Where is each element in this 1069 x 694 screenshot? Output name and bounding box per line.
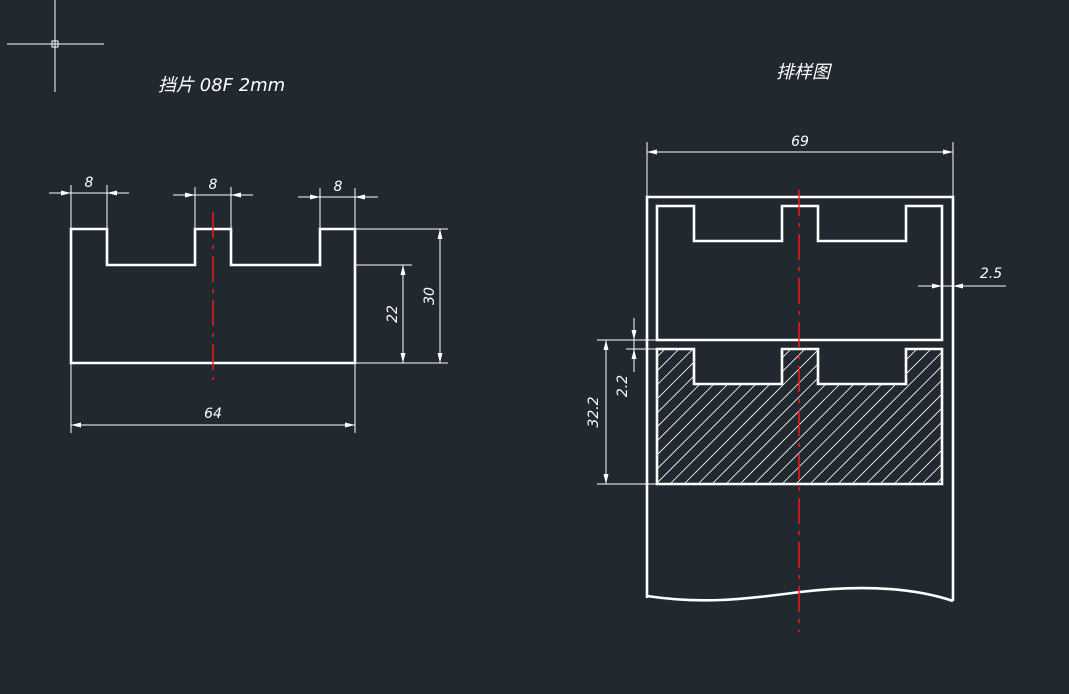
hatch-line <box>763 349 942 484</box>
strip-break-line <box>646 586 954 603</box>
hatch-line <box>657 349 883 484</box>
hatch-line <box>657 349 715 484</box>
dim-pitch-gap <box>626 318 657 372</box>
hatch-line <box>693 349 942 484</box>
dim-slot-left <box>49 185 129 229</box>
hatch-line <box>657 349 729 484</box>
dim-slot-right-label: 8 <box>334 179 343 195</box>
hatch-line <box>875 349 942 484</box>
part-title: 挡片 08F 2mm <box>158 75 285 96</box>
dim-strip-width-label: 69 <box>791 134 809 150</box>
dim-pitch-gap-label: 2.2 <box>615 375 631 397</box>
dim-height-inner-label: 22 <box>385 305 401 323</box>
hatch-line <box>665 349 942 484</box>
dim-width-total-label: 64 <box>204 406 222 422</box>
hatch-line <box>903 349 942 484</box>
hatch-line <box>657 349 841 484</box>
dim-edge-margin-label: 2.5 <box>980 266 1002 282</box>
dim-slot-left-label: 8 <box>85 175 94 191</box>
hatch-line <box>889 349 942 484</box>
hatch-line <box>657 349 771 484</box>
dim-height-total-label: 30 <box>422 287 438 305</box>
hatch-line <box>657 349 701 484</box>
hatch-line <box>917 349 942 484</box>
dim-width-total <box>70 363 356 433</box>
hatch-line <box>974 300 1069 600</box>
dim-strip-width <box>646 142 954 197</box>
hatch-line <box>657 349 869 484</box>
hatch-line <box>657 349 813 484</box>
crosshair-cursor-icon <box>7 0 104 92</box>
layout-part-upper <box>655 204 944 342</box>
hatch-line <box>946 300 1069 600</box>
hatch-line <box>988 300 1069 600</box>
dim-height-inner <box>355 264 448 364</box>
dim-step <box>597 339 657 485</box>
hatch-line <box>657 349 855 484</box>
hatch-line <box>960 300 1069 600</box>
dim-slot-mid-label: 8 <box>209 177 218 193</box>
hatch-line <box>833 349 942 484</box>
dim-slot-mid <box>173 187 253 229</box>
hatch-line <box>657 349 911 484</box>
hatch-line <box>847 349 942 484</box>
strip-outline <box>645 195 955 601</box>
hatch-line <box>657 349 897 484</box>
hatch-line <box>657 349 743 484</box>
hatch-line <box>735 349 942 484</box>
hatch-line <box>721 349 942 484</box>
layout-part-lower <box>655 347 944 486</box>
layout-title: 排样图 <box>776 62 833 83</box>
hatch-line <box>749 349 942 484</box>
hatch-line <box>657 349 939 484</box>
hatch-line <box>657 349 942 484</box>
hatch-line <box>707 349 942 484</box>
hatch-line <box>791 349 942 484</box>
dim-height-total <box>355 228 448 363</box>
hatch-line <box>777 349 942 484</box>
hatch-line <box>861 349 942 484</box>
hatch-line <box>805 349 942 484</box>
dim-step-label: 32.2 <box>586 396 602 427</box>
layout-part-lower-hatch <box>657 300 1069 600</box>
hatch-line <box>657 349 827 484</box>
hatch-line <box>657 349 925 484</box>
dim-edge-margin <box>918 283 1006 289</box>
hatch-line <box>819 349 942 484</box>
dim-slot-right <box>298 188 378 229</box>
part-outline <box>69 227 357 365</box>
hatch-line <box>679 349 942 484</box>
